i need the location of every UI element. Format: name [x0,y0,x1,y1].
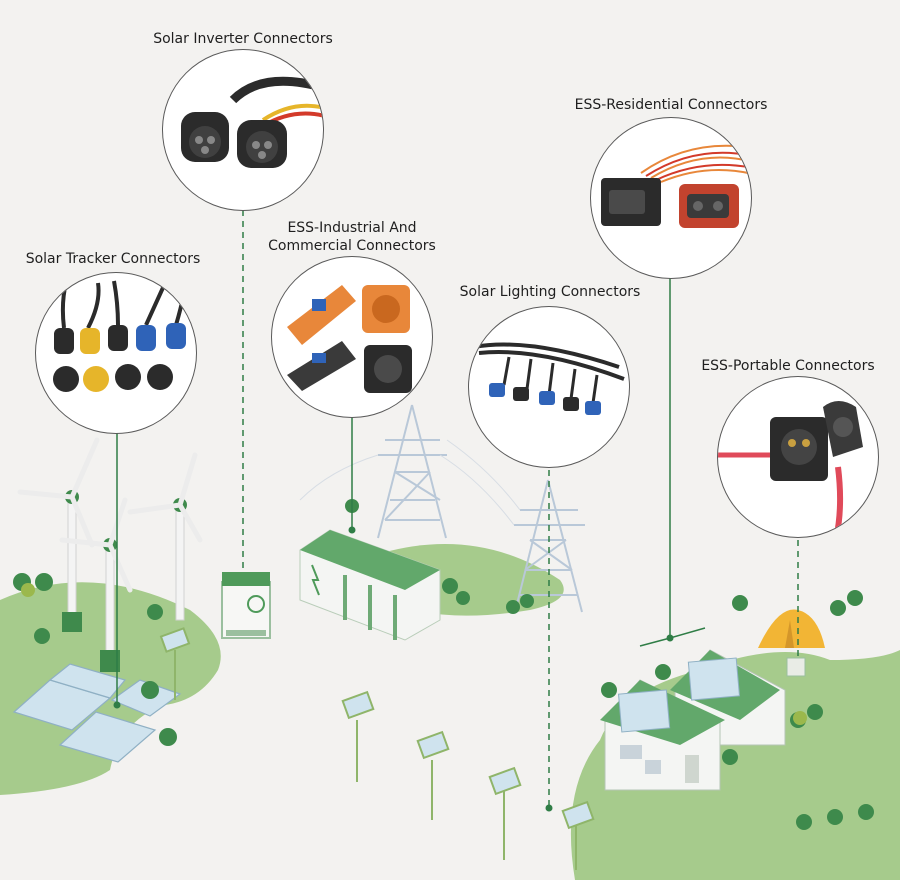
residential-connector-illustration [601,144,751,228]
connector-lines [116,210,799,808]
label-solar-tracker: Solar Tracker Connectors [25,251,201,267]
street-light-icon [159,627,595,870]
ess-residential-connectors-circle [590,117,752,279]
label-ess-industrial-line1: ESS-Industrial And [287,220,417,236]
wind-turbine-icon [17,437,203,672]
tent-icon [758,609,825,677]
transmission-tower-icon [299,404,585,613]
label-ess-portable: ESS-Portable Connectors [701,358,875,374]
tracker-connector-illustration [53,280,186,392]
label-ess-industrial-line2: Commercial Connectors [268,238,436,254]
house-icon [600,649,786,791]
industrial-connector-illustration [287,285,412,393]
ess-industrial-connectors-circle [271,256,433,418]
lighting-connector-illustration [473,342,625,415]
line-ess-residential [639,278,706,647]
ess-portable-connectors-circle [717,376,879,538]
label-solar-lighting: Solar Lighting Connectors [459,284,641,300]
portable-connector-illustration [718,401,863,537]
connector-dots [113,526,674,812]
label-ess-residential: ESS-Residential Connectors [574,97,768,113]
inverter-box [221,572,271,639]
tree-icon [13,499,874,830]
solar-tracker-connectors-circle [35,272,197,434]
inverter-connector-illustration [181,76,323,168]
solar-panel-icon [12,663,182,763]
battery-storage-icon [299,529,441,641]
lightning-icon [311,564,320,596]
label-solar-inverter: Solar Inverter Connectors [153,31,333,47]
solar-inverter-connectors-circle [162,49,324,211]
solar-lighting-connectors-circle [468,306,630,468]
